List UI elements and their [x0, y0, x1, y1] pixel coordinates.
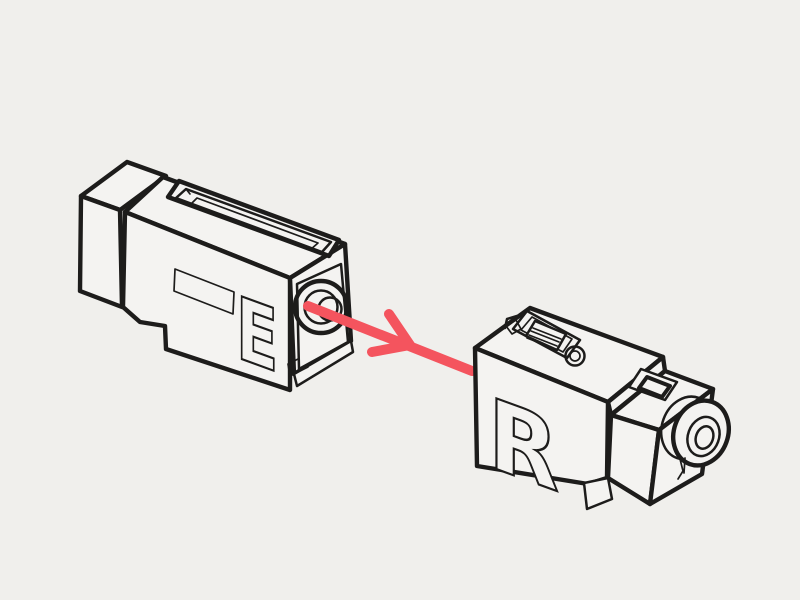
- receiver-pin: [677, 454, 686, 480]
- receiver-latch-ribs: [526, 327, 562, 350]
- receiver-barrel: [659, 395, 731, 480]
- receiver-latch-side-tab: [505, 319, 522, 335]
- receiver-step-recess: [627, 367, 679, 402]
- beam-arrowhead-chevron: [367, 309, 415, 357]
- receiver-marking-R: R: [488, 376, 559, 515]
- emitter-module: E: [77, 159, 355, 395]
- beam-line: [303, 301, 477, 376]
- emitter-label-patch: [173, 268, 235, 315]
- receiver-foot-tab: [582, 476, 614, 511]
- receiver-indicator-inner-circle: [569, 350, 581, 362]
- receiver-edge-notch: [503, 314, 519, 330]
- emitter-marking-E: E: [236, 278, 278, 393]
- emitter-lens-outer-ring: [292, 278, 350, 336]
- receiver-latch: [505, 309, 582, 360]
- receiver-indicator-outer-circle: [564, 345, 586, 367]
- receiver-module: R: [472, 305, 731, 517]
- emitter-slot-depth-lines: [175, 188, 191, 204]
- receiver-indicator: [564, 345, 586, 367]
- emitter-rear-front-face: [77, 193, 125, 310]
- beam-arrow: [303, 301, 477, 376]
- emitter-slot-floor: [189, 197, 319, 251]
- emitter-rear-block: [77, 159, 169, 310]
- emitter-top-slot: [165, 178, 342, 259]
- receiver-latch-block: [524, 319, 568, 352]
- receiver-barrel-bore: [694, 425, 715, 450]
- emitter-slot-inner-rim: [174, 187, 333, 254]
- receiver-step-recess-insert: [637, 375, 672, 399]
